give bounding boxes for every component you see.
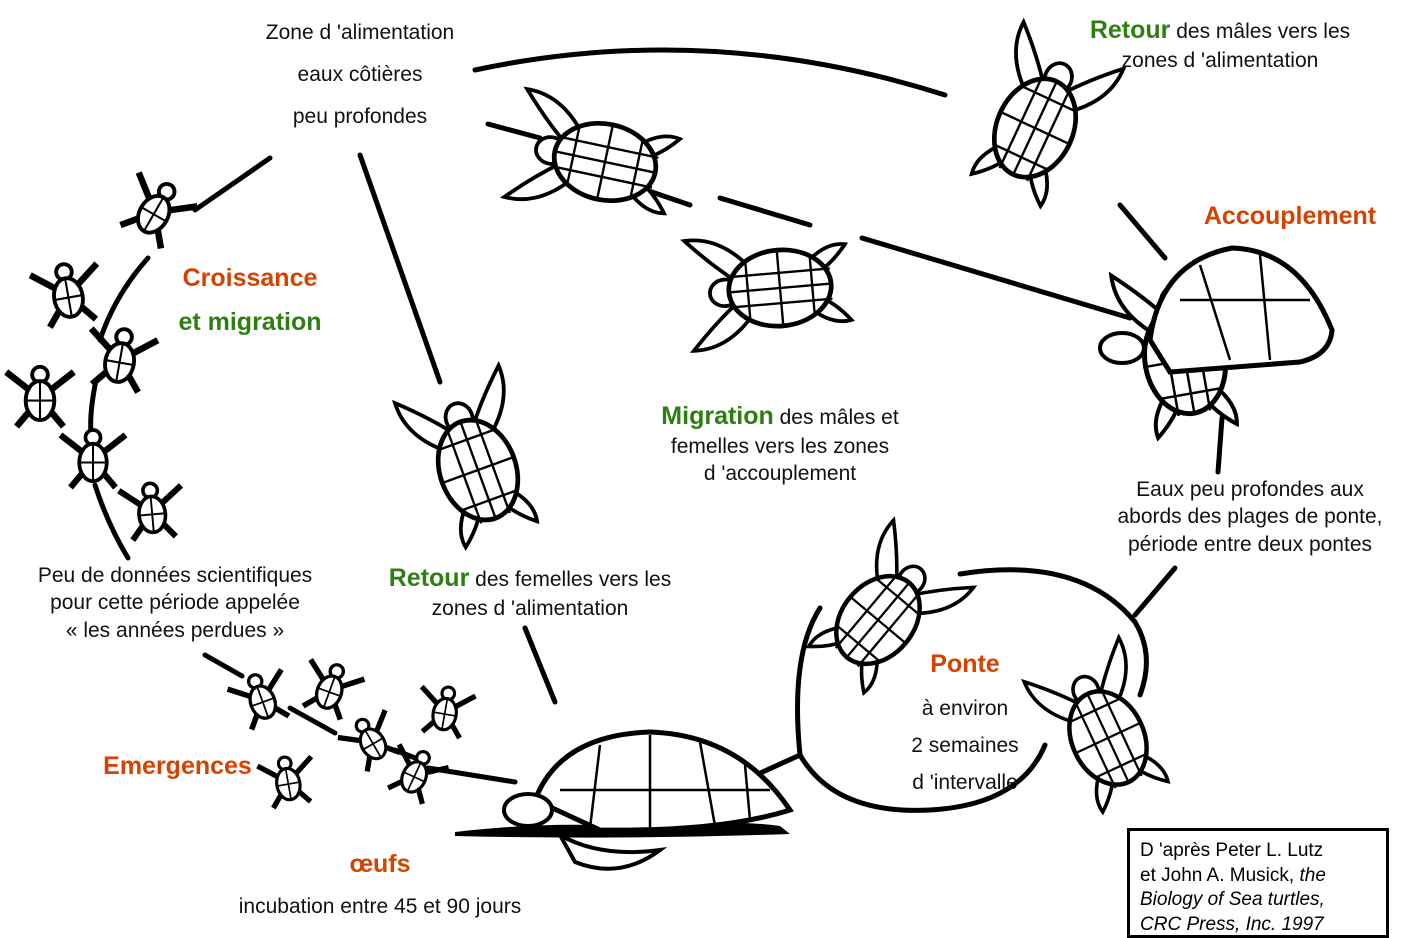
lost-years-line-2: pour cette période appelée bbox=[5, 589, 345, 616]
migration-line-2: femelles vers les zones bbox=[620, 433, 940, 460]
citation-box: D 'après Peter L. Lutz et John A. Musick… bbox=[1127, 828, 1389, 938]
feeding-zone-line-2: eaux côtières bbox=[210, 54, 510, 96]
nesting-line-2: 2 semaines bbox=[880, 727, 1050, 764]
return-females-title: Retour bbox=[389, 564, 470, 592]
return-males-title: Retour bbox=[1090, 16, 1171, 44]
feeding-zone-line-1: Zone d 'alimentation bbox=[210, 12, 510, 54]
migration-line-3: d 'accouplement bbox=[620, 460, 940, 487]
citation-line-3: Biology of Sea turtles, bbox=[1140, 888, 1376, 913]
citation-line-2: et John A. Musick, the bbox=[1140, 864, 1376, 889]
nesting-turtle-icon bbox=[455, 732, 790, 869]
migration-line-1: des mâles et bbox=[774, 406, 899, 429]
shallow-waters-label: Eaux peu profondes aux abords des plages… bbox=[1085, 476, 1413, 558]
incubation-label: incubation entre 45 et 90 jours bbox=[190, 893, 570, 920]
return-males-label: Retour des mâles vers les zones d 'alime… bbox=[1040, 14, 1400, 74]
return-females-line-2: zones d 'alimentation bbox=[355, 595, 705, 622]
shallow-waters-line-1: Eaux peu profondes aux bbox=[1085, 476, 1413, 503]
migration-label: Migration des mâles et femelles vers les… bbox=[620, 400, 940, 487]
return-females-line-1: des femelles vers les bbox=[469, 568, 671, 591]
citation-line-4: CRC Press, Inc. 1997 bbox=[1140, 913, 1376, 938]
feeding-zone-line-3: peu profondes bbox=[210, 96, 510, 138]
citation-line-1: D 'après Peter L. Lutz bbox=[1140, 839, 1376, 864]
lost-years-line-3: « les années perdues » bbox=[5, 617, 345, 644]
shallow-waters-line-2: abords des plages de ponte, bbox=[1085, 503, 1413, 530]
shallow-waters-line-3: période entre deux pontes bbox=[1085, 531, 1413, 558]
mating-turtles-icon bbox=[1100, 248, 1332, 441]
return-males-line-2: zones d 'alimentation bbox=[1040, 47, 1400, 74]
return-females-label: Retour des femelles vers les zones d 'al… bbox=[355, 562, 705, 622]
lost-years-label: Peu de données scientifiques pour cette … bbox=[5, 562, 345, 644]
growth-label: Croissance bbox=[150, 262, 350, 295]
growth-migration-label: et migration bbox=[150, 306, 350, 339]
feeding-zone-label: Zone d 'alimentation eaux côtières peu p… bbox=[210, 12, 510, 138]
nesting-label: Ponte bbox=[900, 648, 1030, 681]
nesting-line-1: à environ bbox=[880, 690, 1050, 727]
eggs-label: œufs bbox=[320, 848, 440, 881]
emergences-label: Emergences bbox=[85, 750, 270, 783]
nesting-line-3: d 'intervalle bbox=[880, 764, 1050, 801]
lost-years-line-1: Peu de données scientifiques bbox=[5, 562, 345, 589]
nesting-interval-label: à environ 2 semaines d 'intervalle bbox=[880, 690, 1050, 801]
return-males-line-1: des mâles vers les bbox=[1170, 20, 1350, 43]
mating-label: Accouplement bbox=[1180, 200, 1400, 233]
migration-title: Migration bbox=[661, 402, 774, 430]
